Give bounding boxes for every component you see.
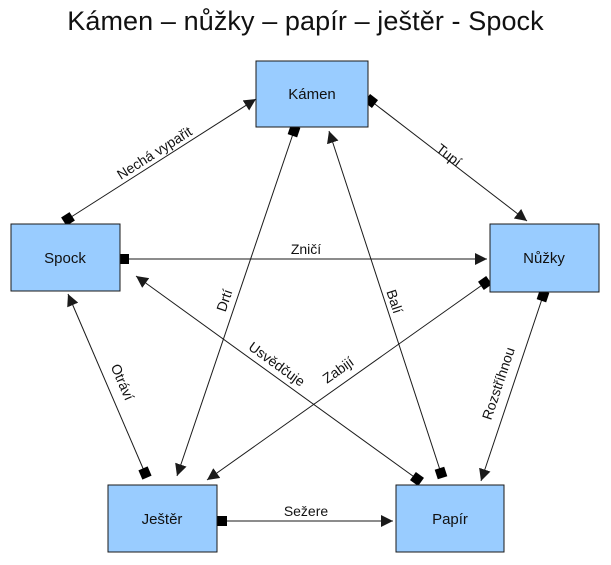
node-label-spock: Spock <box>44 250 86 267</box>
nodes: Kámen Nůžky Papír Ještěr Spock <box>10 60 600 553</box>
node-nuzky: Nůžky <box>489 223 600 293</box>
edge-label-sezere: Sežere <box>284 503 329 519</box>
edge-label-znici: Zničí <box>291 241 321 257</box>
node-spock: Spock <box>10 223 121 292</box>
edge-kamen-jester: Drtí <box>175 124 301 477</box>
edge-start-square-icon <box>119 254 129 264</box>
edges: Tupí Nechá vypařit Zničí Drtí Balí <box>61 93 550 527</box>
edge-start-square-icon <box>287 124 301 138</box>
node-jester: Ještěr <box>107 484 218 553</box>
edge-papir-spock: Usvědčuje <box>135 275 424 486</box>
edge-start-square-icon <box>410 472 424 486</box>
node-kamen: Kámen <box>255 60 369 128</box>
edge-jester-spock: Otráví <box>67 293 152 480</box>
edge-start-square-icon <box>434 466 448 480</box>
node-papir: Papír <box>395 484 505 553</box>
node-label-nuzky: Nůžky <box>523 250 565 267</box>
edge-label-usvedcuje: Usvědčuje <box>246 338 309 389</box>
edge-nuzky-jester: Zabijí <box>206 276 492 481</box>
edge-start-square-icon <box>478 276 492 290</box>
node-label-kamen: Kámen <box>288 86 336 103</box>
edge-kamen-nuzky: Tupí <box>363 93 528 222</box>
edge-papir-kamen: Balí <box>327 130 448 480</box>
edge-label-bali: Balí <box>383 287 406 315</box>
edge-label-necha-vyparit: Nechá vypařit <box>114 123 195 183</box>
edge-spock-nuzky: Zničí <box>119 241 487 265</box>
node-label-papir: Papír <box>432 511 468 528</box>
edge-start-square-icon <box>217 516 227 526</box>
edge-label-tupi: Tupí <box>433 140 465 170</box>
edge-spock-kamen: Nechá vypařit <box>61 98 257 226</box>
edge-start-square-icon <box>138 466 152 480</box>
edge-label-rozstrihnou: Rozstříhnou <box>479 345 518 422</box>
edge-start-square-icon <box>61 212 75 226</box>
diagram-title: Kámen – nůžky – papír – ještěr - Spock <box>67 6 544 36</box>
edge-label-drti: Drtí <box>213 287 235 314</box>
node-label-jester: Ještěr <box>142 511 183 528</box>
edge-start-square-icon <box>536 289 550 303</box>
edge-nuzky-papir: Rozstříhnou <box>479 289 550 482</box>
edge-jester-papir: Sežere <box>217 503 393 527</box>
edge-label-zabiji: Zabijí <box>320 353 357 386</box>
